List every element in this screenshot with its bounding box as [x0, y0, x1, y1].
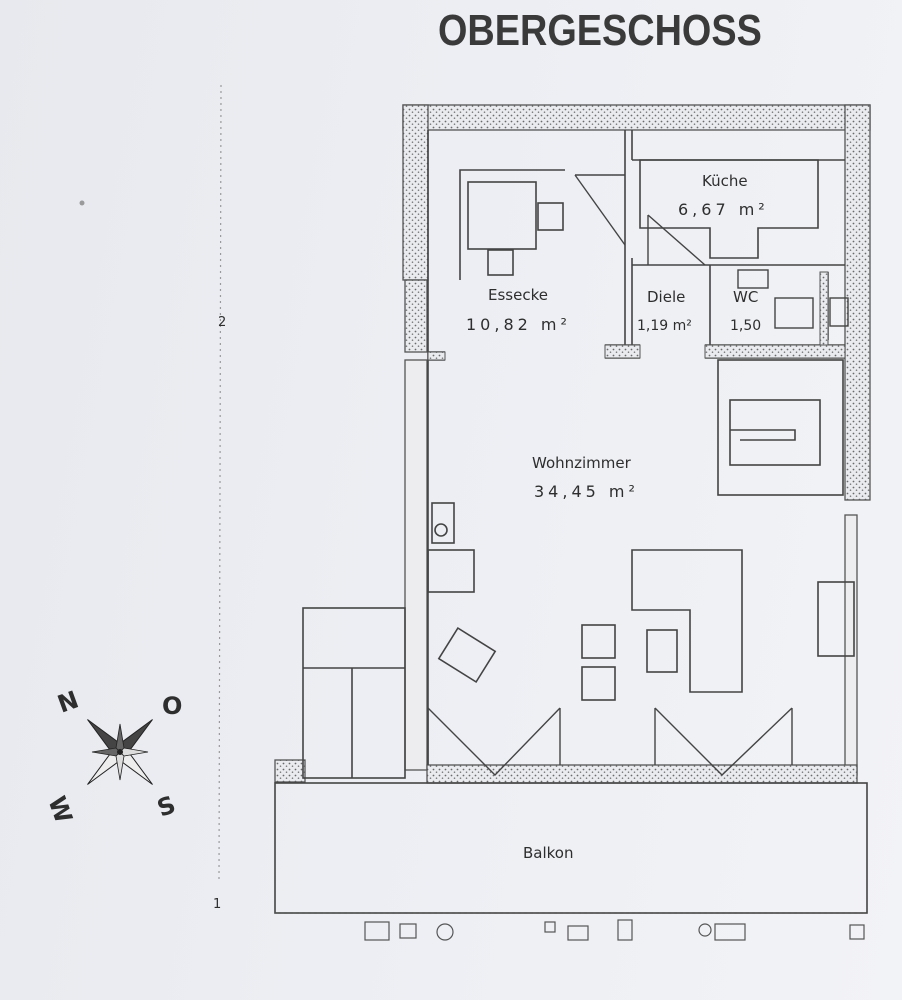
paper-speck: [79, 200, 85, 206]
stove-unit: [431, 502, 455, 544]
armchair-lower: [581, 666, 616, 701]
balcony-planters: [364, 919, 865, 941]
margin-mark-top: 2: [218, 315, 226, 330]
stair-inner: [729, 399, 821, 466]
living-room-furniture: [427, 502, 855, 701]
wall-pier-left: [274, 759, 306, 783]
room-labels: Küche 6,67 m² Essecke 10,82 m² Diele 1,1…: [466, 172, 769, 862]
compass-south: S: [153, 790, 179, 822]
dining-chair-south: [487, 249, 514, 276]
wc-toilet: [774, 297, 814, 329]
coffee-table: [646, 629, 678, 673]
dining-bench: [459, 169, 565, 280]
wall-west-lower: [404, 359, 428, 771]
wc-fixtures: [737, 269, 849, 329]
lounge-chair: [437, 626, 497, 684]
label-wohnzimmer: Wohnzimmer: [532, 454, 632, 472]
stove-burner: [434, 523, 448, 537]
label-wc: WC: [733, 288, 758, 306]
stair-block: [717, 359, 844, 496]
label-balkon: Balkon: [523, 844, 574, 862]
margin-guide-line: [218, 84, 222, 881]
dining-set: [459, 169, 565, 280]
area-diele: 1,19 m²: [637, 318, 692, 334]
essecke-door: [574, 174, 626, 246]
area-wohnzimmer: 34,45 m²: [534, 482, 639, 501]
west-annex: [302, 607, 406, 779]
kitchen-door: [647, 214, 706, 266]
compass-rose: N O S W: [42, 685, 182, 827]
label-diele: Diele: [647, 288, 685, 306]
interior-walls: [427, 130, 845, 765]
compass-north: N: [54, 685, 82, 718]
wall-stub-essecke: [427, 351, 446, 361]
dining-table: [467, 181, 537, 250]
exterior-walls: [274, 104, 871, 784]
label-essecke: Essecke: [488, 286, 548, 304]
wall-west-mid: [404, 279, 428, 353]
side-cabinet: [427, 549, 475, 593]
wall-east-upper: [844, 104, 871, 501]
area-wc: 1,50: [730, 318, 761, 334]
wall-stub-diele: [604, 344, 641, 359]
armchair-upper: [581, 624, 616, 659]
stair-frame: [717, 359, 844, 496]
wall-south: [426, 764, 858, 784]
compass-star-minor-icon: [91, 723, 149, 781]
compass-west: W: [42, 792, 77, 826]
l-shaped-sofa: [631, 549, 743, 693]
compass-star-icon: [87, 719, 153, 785]
compass-east: O: [162, 692, 182, 720]
area-essecke: 10,82 m²: [466, 315, 571, 334]
wall-wc-east: [819, 271, 829, 346]
page-title: OBERGESCHOSS: [438, 6, 762, 55]
wc-sink: [829, 297, 849, 327]
balcony-doors: [427, 707, 793, 776]
wall-wc-south: [704, 344, 846, 359]
wc-cabinet: [737, 269, 769, 289]
wall-east-lower: [844, 514, 858, 776]
label-kueche: Küche: [702, 172, 748, 190]
dining-chair-east: [537, 202, 564, 231]
east-cabinet: [817, 581, 855, 657]
stair-step: [730, 429, 796, 441]
margin-mark-bottom: 1: [213, 897, 221, 912]
wall-north: [402, 104, 871, 131]
wall-west-upper: [402, 104, 429, 281]
area-kueche: 6,67 m²: [678, 200, 769, 219]
